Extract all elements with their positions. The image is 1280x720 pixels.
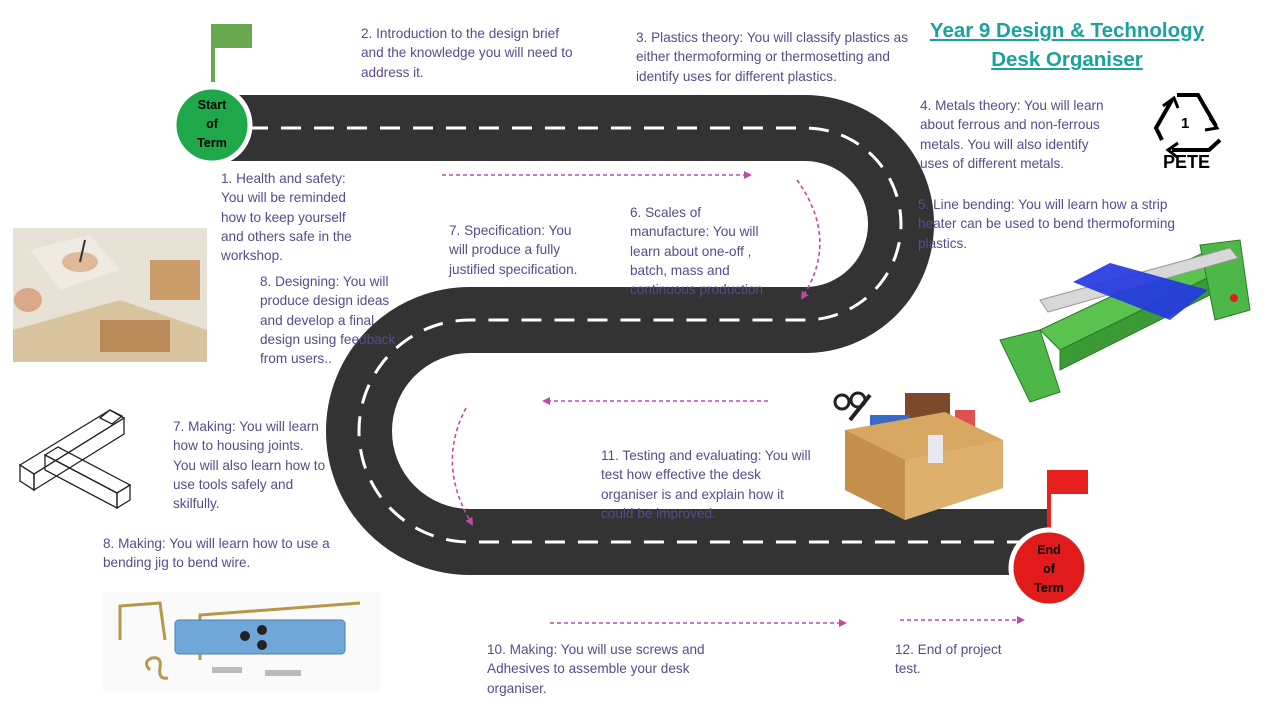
page-title: Year 9 Design & Technology Desk Organise… — [920, 16, 1214, 74]
direction-arrow — [451, 407, 474, 526]
step-6-scales-manufacture: 6. Scales of manufacture: You will learn… — [630, 205, 764, 298]
step-4-metals-theory: 4. Metals theory: You will learn about f… — [920, 98, 1104, 171]
road-lane-markings — [215, 126, 1050, 544]
step-3-plastics-theory: 3. Plastics theory: You will classify pl… — [636, 30, 908, 84]
joint-sketch — [18, 409, 132, 510]
step-2-design-brief: 2. Introduction to the design brief and … — [361, 26, 573, 80]
end-marker — [1008, 527, 1090, 609]
workshop-photo — [13, 228, 207, 362]
step-11-testing: 11. Testing and evaluating: You will tes… — [601, 448, 811, 521]
title-line-1: Year 9 Design & Technology — [929, 19, 1205, 42]
step-7-making-joints: 7. Making: You will learn how to housing… — [173, 419, 326, 512]
recycle-number: 1 — [1181, 115, 1190, 132]
step-1-health-safety: 1. Health and safety: You will be remind… — [221, 171, 352, 264]
step-7-specification: 7. Specification: You will produce a ful… — [449, 223, 578, 277]
wire-jig-photo — [103, 592, 380, 692]
step-5-line-bending: 5. Line bending: You will learn how a st… — [918, 197, 1175, 251]
recycle-pete-icon — [1153, 93, 1222, 159]
start-marker — [171, 84, 253, 166]
recycle-code: PETE — [1163, 152, 1211, 172]
title-line-2: Desk Organiser — [991, 48, 1143, 71]
start-marker-label: Start of Term — [197, 98, 227, 150]
step-8-making-jig: 8. Making: You will learn how to use a b… — [103, 536, 330, 571]
end-flag-icon — [1047, 470, 1088, 530]
step-8-designing: 8. Designing: You will produce design id… — [260, 274, 396, 367]
desk-organiser-image — [833, 391, 1003, 520]
end-marker-label: End of Term — [1034, 543, 1064, 595]
start-flag-icon — [211, 24, 252, 82]
direction-arrow — [796, 179, 821, 300]
strip-heater-image — [999, 239, 1251, 403]
step-12-end-test: 12. End of project test. — [895, 642, 1002, 677]
step-10-assembly: 10. Making: You will use screws and Adhe… — [487, 642, 705, 696]
